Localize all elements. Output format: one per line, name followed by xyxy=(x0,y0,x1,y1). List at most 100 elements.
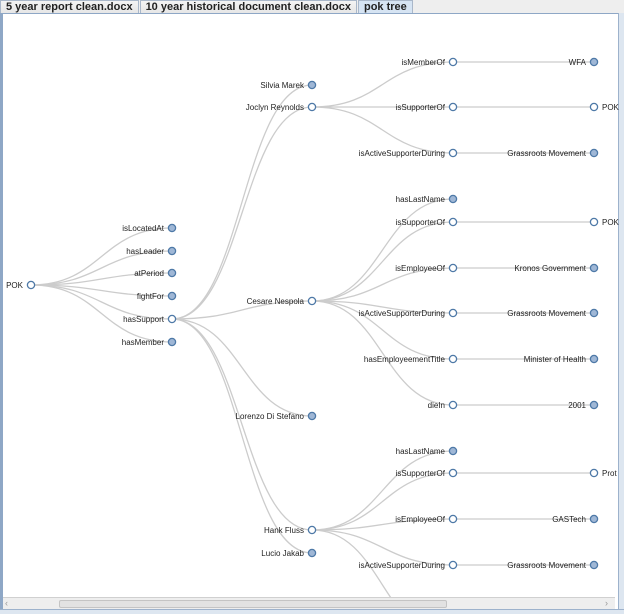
tree-node[interactable]: hasEmployeementTitle xyxy=(364,354,458,364)
tree-link xyxy=(171,84,313,320)
node-label: hasLeader xyxy=(126,247,164,256)
node-label: GASTech xyxy=(552,515,586,524)
tree-link xyxy=(311,518,454,531)
tree-link xyxy=(171,318,313,554)
tree-node[interactable]: hasMember xyxy=(122,337,177,347)
collapsed-node-circle[interactable] xyxy=(307,411,317,421)
tree-node[interactable]: fightFor xyxy=(137,291,177,301)
tree-node[interactable]: atPeriod xyxy=(134,268,177,278)
tree-node[interactable]: GASTech xyxy=(552,514,599,524)
collapsed-node-circle[interactable] xyxy=(589,560,599,570)
tree-node[interactable]: Silvia Marek xyxy=(260,80,317,90)
expanded-node-circle[interactable] xyxy=(589,217,599,227)
tab-10-year-historical-document[interactable]: 10 year historical document clean.docx xyxy=(139,0,357,13)
tree-node[interactable]: isEmployeeOf xyxy=(395,263,458,273)
expanded-node-circle[interactable] xyxy=(167,314,177,324)
tree-node[interactable]: isActiveSupporterDuring xyxy=(359,308,458,318)
tree-node[interactable]: Kronos Government xyxy=(514,263,599,273)
tree-node[interactable]: isMemberOf xyxy=(401,57,458,67)
expanded-node-circle[interactable] xyxy=(589,468,599,478)
tree-node[interactable]: isActiveSupporterDuring xyxy=(359,560,458,570)
tree-node[interactable]: Cesare Nespola xyxy=(247,296,317,306)
tree-node[interactable]: POK xyxy=(589,217,619,227)
node-label: isEmployeeOf xyxy=(395,515,446,524)
node-label: isSupporterOf xyxy=(396,103,446,112)
tree-link xyxy=(30,227,173,286)
tree-link xyxy=(171,318,313,531)
tree-node[interactable]: dieIn xyxy=(428,400,458,410)
tree-node[interactable]: hasSupport xyxy=(123,314,177,324)
expanded-node-circle[interactable] xyxy=(448,263,458,273)
expanded-node-circle[interactable] xyxy=(448,400,458,410)
tree-node[interactable]: 2001 xyxy=(568,400,599,410)
tree-node[interactable]: isActiveSupporterDuring xyxy=(359,148,458,158)
collapsed-node-circle[interactable] xyxy=(589,514,599,524)
expanded-node-circle[interactable] xyxy=(448,217,458,227)
tree-node[interactable]: Joclyn Reynolds xyxy=(246,102,317,112)
tree-node[interactable]: POK xyxy=(589,102,619,112)
expanded-node-circle[interactable] xyxy=(448,57,458,67)
tree-node[interactable]: Prot xyxy=(589,468,617,478)
tree-node[interactable]: isLocatedAt xyxy=(122,223,177,233)
expanded-node-circle[interactable] xyxy=(448,560,458,570)
horizontal-scrollbar[interactable]: ‹ › xyxy=(3,597,615,609)
scrollbar-thumb[interactable] xyxy=(59,600,447,608)
expanded-node-circle[interactable] xyxy=(26,280,36,290)
collapsed-node-circle[interactable] xyxy=(167,337,177,347)
collapsed-node-circle[interactable] xyxy=(589,148,599,158)
collapsed-node-circle[interactable] xyxy=(167,268,177,278)
tree-node[interactable]: isSupporterOf xyxy=(396,102,458,112)
collapsed-node-circle[interactable] xyxy=(167,291,177,301)
tree-node[interactable]: hasLastName xyxy=(396,446,458,456)
expanded-node-circle[interactable] xyxy=(307,102,317,112)
tree-node[interactable]: POK xyxy=(6,280,36,290)
tree-node[interactable]: Grassroots Movement xyxy=(507,560,599,570)
collapsed-node-circle[interactable] xyxy=(589,263,599,273)
pok-tree-graph[interactable]: POK isLocatedAt hasLeader atPeriod fightFor h… xyxy=(3,14,619,610)
collapsed-node-circle[interactable] xyxy=(589,57,599,67)
expanded-node-circle[interactable] xyxy=(307,296,317,306)
expanded-node-circle[interactable] xyxy=(307,525,317,535)
tree-node[interactable]: isSupporterOf xyxy=(396,217,458,227)
expanded-node-circle[interactable] xyxy=(448,148,458,158)
node-label: hasMember xyxy=(122,338,165,347)
tree-node[interactable]: Lucio Jakab xyxy=(261,548,317,558)
expanded-node-circle[interactable] xyxy=(448,354,458,364)
collapsed-node-circle[interactable] xyxy=(448,194,458,204)
node-label: isActiveSupporterDuring xyxy=(359,149,445,158)
collapsed-node-circle[interactable] xyxy=(589,308,599,318)
tree-link xyxy=(171,318,313,417)
collapsed-node-circle[interactable] xyxy=(167,223,177,233)
tree-node[interactable]: WFA xyxy=(569,57,599,67)
tree-node[interactable]: Hank Fluss xyxy=(264,525,317,535)
node-label: hasEmployeementTitle xyxy=(364,355,446,364)
collapsed-node-circle[interactable] xyxy=(589,354,599,364)
expanded-node-circle[interactable] xyxy=(448,514,458,524)
tree-node[interactable]: Minister of Health xyxy=(524,354,599,364)
node-label: fightFor xyxy=(137,292,164,301)
tree-link xyxy=(311,267,454,302)
expanded-node-circle[interactable] xyxy=(589,102,599,112)
node-label: POK xyxy=(602,103,619,112)
collapsed-node-circle[interactable] xyxy=(307,80,317,90)
collapsed-node-circle[interactable] xyxy=(448,446,458,456)
node-label: 2001 xyxy=(568,401,586,410)
collapsed-node-circle[interactable] xyxy=(589,400,599,410)
expanded-node-circle[interactable] xyxy=(448,102,458,112)
tab-5-year-report[interactable]: 5 year report clean.docx xyxy=(0,0,139,13)
scroll-right-icon[interactable]: › xyxy=(605,598,608,608)
collapsed-node-circle[interactable] xyxy=(167,246,177,256)
scroll-left-icon[interactable]: ‹ xyxy=(5,598,8,608)
tree-node[interactable]: hasLastName xyxy=(396,194,458,204)
node-label: Cesare Nespola xyxy=(247,297,305,306)
tree-node[interactable]: Grassroots Movement xyxy=(507,308,599,318)
expanded-node-circle[interactable] xyxy=(448,308,458,318)
expanded-node-circle[interactable] xyxy=(448,468,458,478)
tree-node[interactable]: isEmployeeOf xyxy=(395,514,458,524)
tree-node[interactable]: Grassroots Movement xyxy=(507,148,599,158)
tree-node[interactable]: hasLeader xyxy=(126,246,177,256)
tree-node[interactable]: isSupporterOf xyxy=(396,468,458,478)
collapsed-node-circle[interactable] xyxy=(307,548,317,558)
tree-node[interactable]: Lorenzo Di Stefano xyxy=(236,411,317,421)
tab-pok-tree[interactable]: pok tree xyxy=(357,0,413,14)
